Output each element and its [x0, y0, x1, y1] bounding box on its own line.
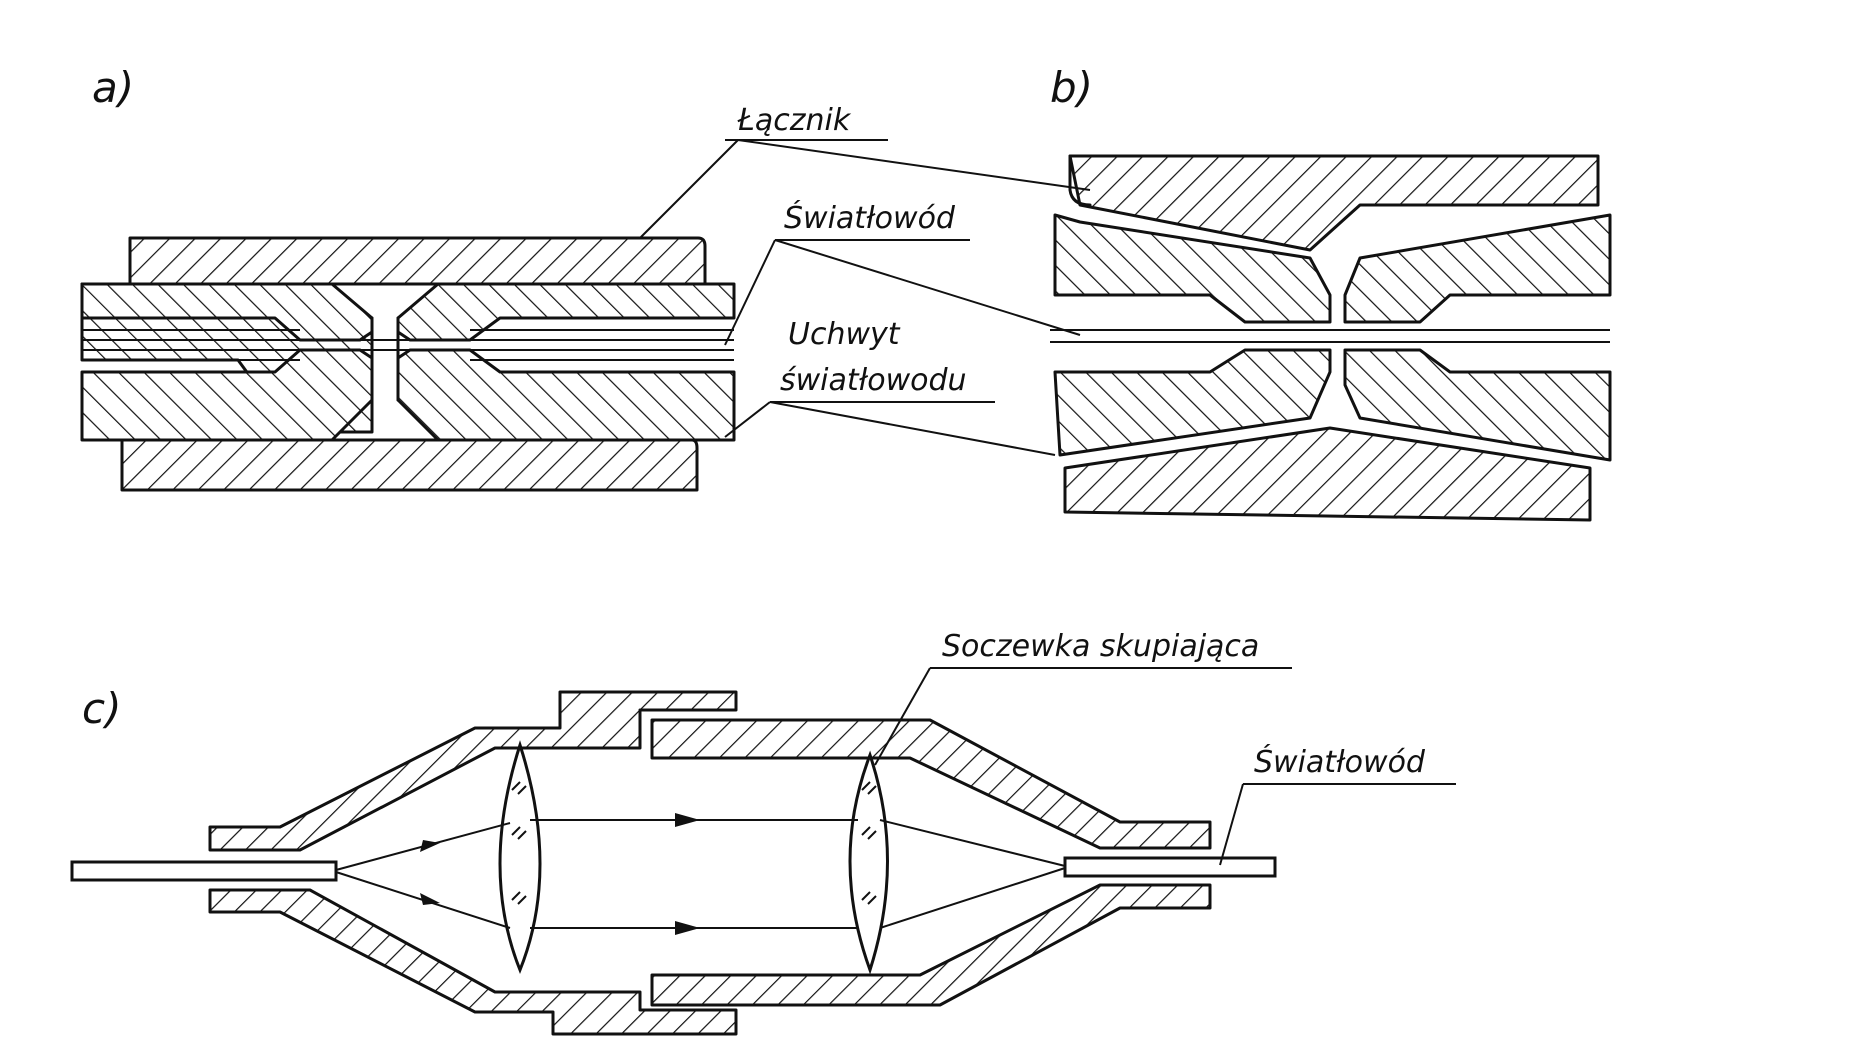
callout-fiber-ab: Światłowód: [724, 199, 1081, 346]
coupler-bottom-b: [1063, 426, 1592, 522]
lens-glass-marks: [511, 781, 877, 905]
callout-coupler: Łącznik: [639, 103, 1091, 239]
callout-fiber-ab-text: Światłowód: [784, 199, 956, 236]
panel-c-drawing: [70, 690, 1277, 1036]
housing-right-top-c: [650, 718, 1212, 850]
holder-right-bottom-a: [396, 348, 736, 442]
lens-left-c: [498, 740, 542, 975]
holder-left-bottom-b: [1053, 348, 1332, 457]
panel-a-drawing: [80, 236, 736, 492]
holder-left-bottom-a: [80, 348, 374, 442]
panel-b-drawing: [1050, 154, 1612, 522]
callout-coupler-text: Łącznik: [737, 103, 852, 138]
holder-right-top-b: [1343, 213, 1612, 324]
coupler-bottom-a: [120, 438, 699, 492]
housing-left-bottom-c: [208, 888, 738, 1036]
panel-c-label: c): [82, 684, 121, 733]
input-fiber-c: [70, 860, 338, 882]
lens-right-c: [848, 750, 889, 975]
panel-a-label: a): [92, 63, 134, 112]
callout-lens: Soczewka skupiająca: [874, 629, 1292, 766]
callout-fiber-c: Światłowód: [1219, 743, 1456, 866]
callout-fiber-c-text: Światłowód: [1254, 743, 1426, 780]
light-rays-c: [335, 819, 1066, 929]
housing-left-top-c: [208, 690, 738, 852]
callout-holder-line2: światłowodu: [780, 363, 967, 398]
holder-right-bottom-b: [1343, 348, 1612, 462]
callout-lens-text: Soczewka skupiająca: [942, 629, 1259, 664]
holder-left-top-b: [1053, 213, 1332, 324]
panel-b-label: b): [1050, 63, 1093, 112]
callout-holder-line1: Uchwyt: [788, 317, 901, 352]
housing-right-bottom-c: [650, 883, 1212, 1007]
callout-holder: Uchwyt światłowodu: [724, 317, 1056, 456]
output-fiber-c: [1063, 856, 1277, 878]
ray-arrows-c: [420, 813, 700, 935]
holder-right-top-a: [396, 282, 736, 342]
coupler-top-a: [128, 236, 707, 286]
